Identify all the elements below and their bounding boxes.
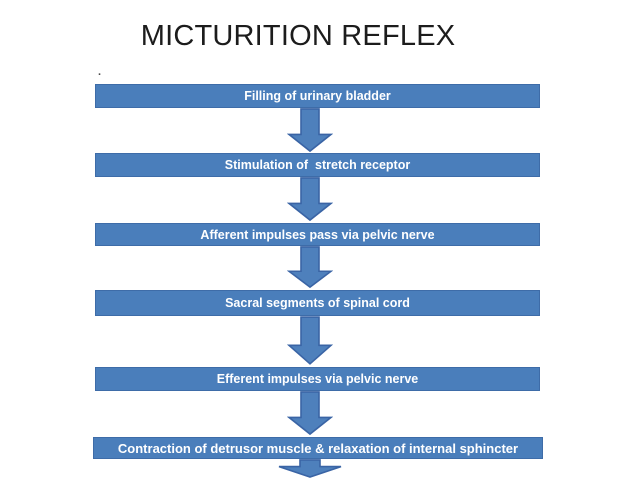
flow-step-stimulation-of-stretch-receptor: Stimulation of stretch receptor xyxy=(95,153,540,177)
down-arrow-icon xyxy=(287,177,333,222)
flow-step-label: Afferent impulses pass via pelvic nerve xyxy=(200,227,435,242)
flow-step-label: Contraction of detrusor muscle & relaxat… xyxy=(117,440,519,456)
flow-step-filling-of-urinary-bladder: Filling of urinary bladder xyxy=(95,84,540,108)
flow-step-afferent-impulses: Afferent impulses pass via pelvic nerve xyxy=(95,223,540,246)
down-arrow-icon xyxy=(287,108,333,153)
flow-step-label: Stimulation of stretch receptor xyxy=(224,158,411,172)
flow-step-label: Sacral segments of spinal cord xyxy=(225,296,410,310)
down-arrow-icon xyxy=(287,316,333,366)
down-arrow-icon xyxy=(287,391,333,436)
stray-dot: . xyxy=(98,66,102,78)
flow-step-contraction-detrusor: Contraction of detrusor muscle & relaxat… xyxy=(93,437,543,459)
slide-title: MICTURITION REFLEX xyxy=(140,20,456,52)
down-arrow-icon xyxy=(287,246,333,289)
flow-step-label: Filling of urinary bladder xyxy=(244,89,391,103)
flow-step-label: Efferent impulses via pelvic nerve xyxy=(216,372,419,386)
down-arrow-icon xyxy=(277,459,343,478)
flow-step-sacral-segments: Sacral segments of spinal cord xyxy=(95,290,540,316)
flow-step-efferent-impulses: Efferent impulses via pelvic nerve xyxy=(95,367,540,391)
